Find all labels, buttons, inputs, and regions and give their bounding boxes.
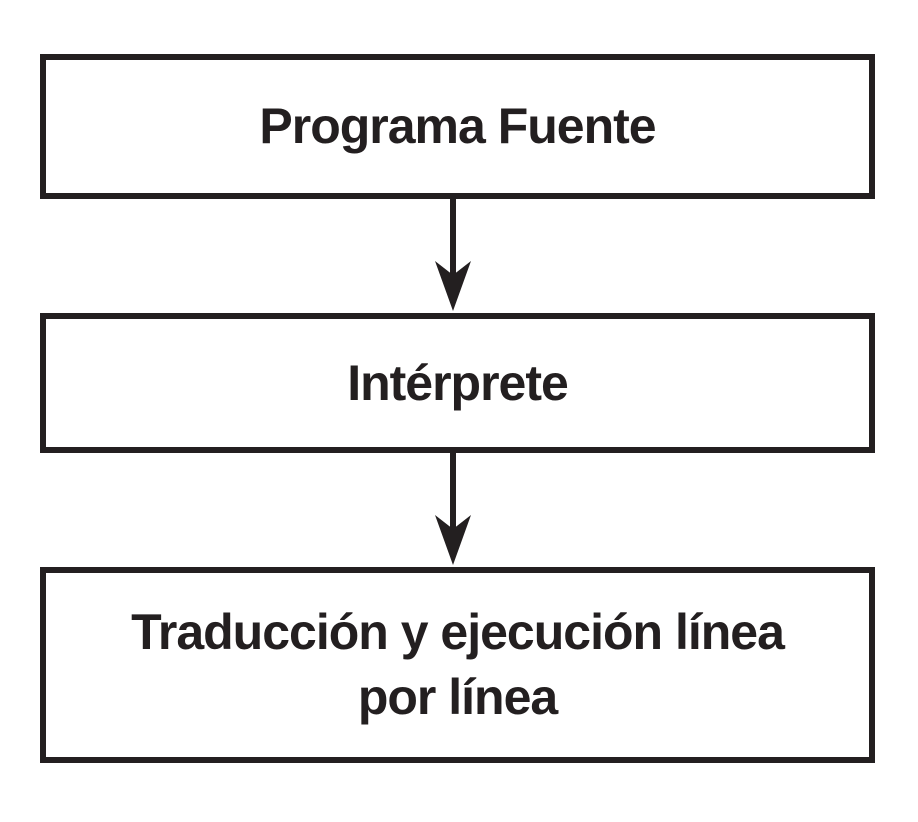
flow-box-interprete: Intérprete [40, 313, 875, 453]
arrow-down-icon [435, 199, 471, 311]
arrow-down-icon [435, 453, 471, 565]
flow-box-programa-fuente: Programa Fuente [40, 54, 875, 199]
flow-box-traduccion-ejecucion: Traducción y ejecución línea por línea [40, 567, 875, 763]
flow-box-label-line-1: Traducción y ejecución línea [131, 604, 785, 660]
flow-box-label: Intérprete [347, 354, 569, 411]
flow-box-label-line-2: por línea [357, 669, 558, 725]
flow-box-label: Programa Fuente [259, 98, 656, 154]
